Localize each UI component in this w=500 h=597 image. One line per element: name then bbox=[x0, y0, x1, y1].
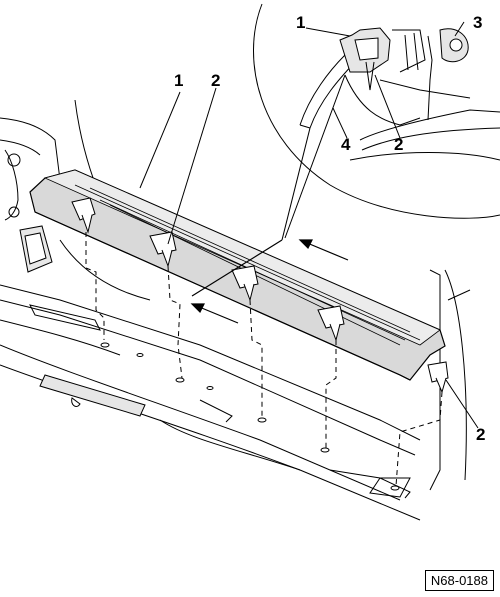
sill-holes bbox=[100, 342, 400, 491]
clip-3 bbox=[231, 265, 259, 302]
callout-part-3-detail: 3 bbox=[473, 13, 483, 32]
callout-part-2-main-upper: 2 bbox=[211, 71, 221, 90]
detail-inset bbox=[253, 3, 500, 219]
clip-4 bbox=[317, 305, 345, 342]
assembly-dashed-lines bbox=[85, 232, 443, 487]
callout-part-2-detail: 2 bbox=[394, 135, 404, 154]
leader-lines bbox=[139, 21, 479, 429]
clip-5 bbox=[427, 361, 449, 394]
callout-part-1-detail: 1 bbox=[296, 13, 306, 32]
callout-part-2-main-right: 2 bbox=[476, 425, 486, 444]
panel-clips bbox=[71, 197, 449, 394]
projection-lines bbox=[281, 74, 346, 241]
vehicle-body bbox=[0, 99, 471, 521]
figure-reference-code: N68-0188 bbox=[424, 570, 494, 591]
callout-part-1-main: 1 bbox=[174, 71, 184, 90]
direction-arrows bbox=[190, 239, 349, 324]
callout-part-4-detail: 4 bbox=[341, 135, 351, 154]
clip-1 bbox=[71, 197, 96, 234]
